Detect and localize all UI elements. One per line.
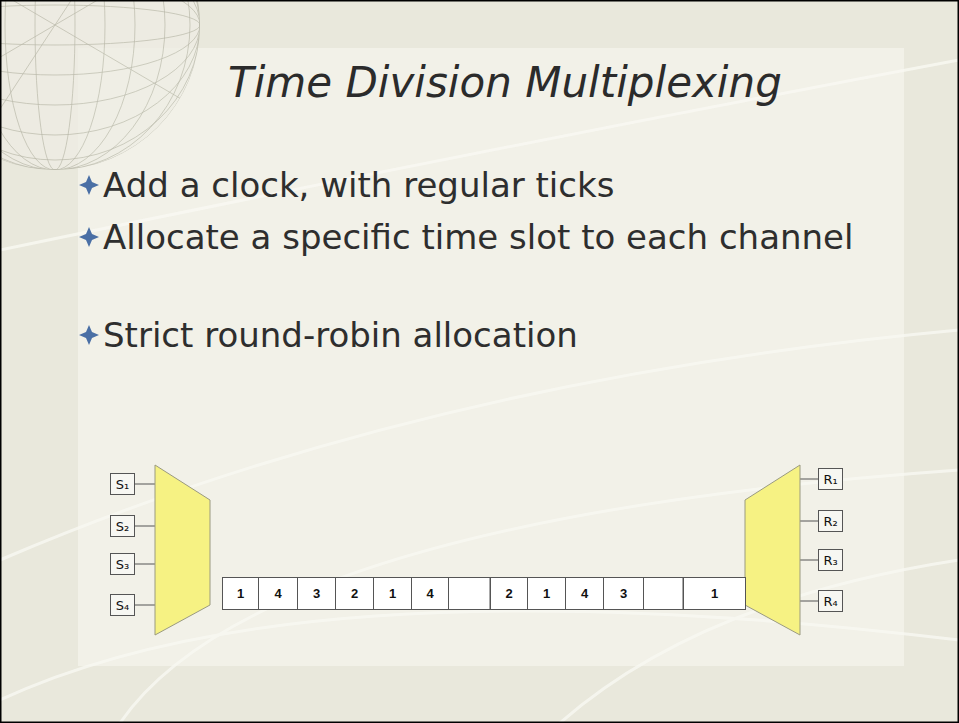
- time-slot: 1: [683, 577, 746, 610]
- bullet-text: Allocate a specific time slot to each ch…: [103, 213, 893, 261]
- bullet-text: Add a clock, with regular ticks: [103, 161, 893, 209]
- receiver-box: R₄: [818, 590, 843, 612]
- multiplexer: [155, 465, 210, 635]
- time-slot: 3: [603, 577, 644, 610]
- channel-label: R₂: [823, 514, 837, 529]
- time-slot: 1: [373, 577, 412, 610]
- slot-number: 1: [543, 586, 550, 601]
- source-box: S₄: [110, 594, 135, 616]
- time-slot: 3: [297, 577, 336, 610]
- receiver-box: R₂: [818, 510, 843, 532]
- channel-label: R₃: [823, 553, 837, 568]
- receiver-box: R₁: [818, 468, 843, 490]
- receiver-box: R₃: [818, 549, 843, 571]
- time-slot: 1: [222, 577, 259, 610]
- bullet-text: Strict round-robin allocation: [103, 311, 893, 359]
- empty-slots: [448, 578, 683, 610]
- time-slot: 4: [258, 577, 298, 610]
- slot-number: 1: [237, 586, 244, 601]
- slot-number: 3: [620, 586, 627, 601]
- source-box: S₃: [110, 553, 135, 575]
- time-slot: 2: [490, 577, 528, 610]
- source-box: S₁: [110, 473, 135, 495]
- decor-curves: [0, 60, 959, 723]
- slot-number: 1: [711, 586, 718, 601]
- bullet-stars: [79, 175, 99, 345]
- channel-label: R₁: [823, 472, 837, 487]
- channel-label: S₁: [116, 477, 129, 492]
- slot-number: 3: [313, 586, 320, 601]
- slide-title: Time Division Multiplexing: [228, 58, 782, 107]
- slot-number: 2: [351, 586, 358, 601]
- slot-number: 4: [426, 586, 433, 601]
- channel-label: R₄: [823, 594, 837, 609]
- content-panel: [78, 48, 904, 666]
- slot-number: 1: [389, 586, 396, 601]
- channel-label: S₄: [116, 598, 129, 613]
- time-slot: 2: [335, 577, 374, 610]
- slot-number: 2: [505, 586, 512, 601]
- channel-label: S₃: [116, 557, 129, 572]
- time-slot: 4: [565, 577, 604, 610]
- demultiplexer: [745, 465, 800, 635]
- slot-number: 4: [274, 586, 281, 601]
- channel-label: S₂: [116, 519, 129, 534]
- source-box: S₂: [110, 515, 135, 537]
- slot-number: 4: [581, 586, 588, 601]
- time-slot: 1: [527, 577, 566, 610]
- globe-sketch: [0, 0, 200, 170]
- time-slot: 4: [411, 577, 449, 610]
